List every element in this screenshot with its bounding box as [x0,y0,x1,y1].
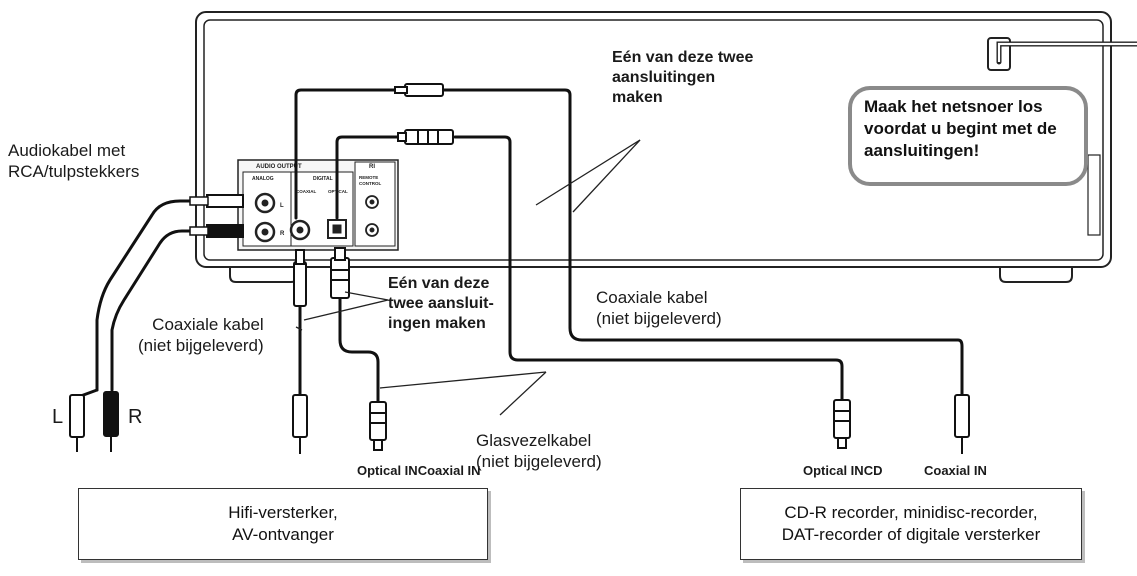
warning-line2: voordat u begint met de [864,119,1057,139]
optical-in-left-label: Optical INCoaxial IN [357,463,481,479]
amplifier-line1: Hifi-versterker, [228,502,338,522]
plug-r-label: R [128,406,143,428]
recorder-coaxial-plug-icon [954,394,970,454]
recorder-line1: CD-R recorder, minidisc-recorder, [784,502,1038,522]
coaxial-jack-icon [289,219,311,241]
optical-in-right-label: Optical INCD [803,463,882,479]
connect-one-mid-line2: twee aansluit- [388,295,494,312]
connect-one-mid-line1: Eén van deze [388,275,490,292]
audio-rca-plugs [189,194,244,238]
down-coaxial-plug-icon [293,249,307,307]
rca-jacks [254,192,379,243]
optical-in-right-text: Optical IN [803,463,864,478]
amp-optical-plug-icon [369,401,387,451]
top-optical-plug-icon [397,129,454,145]
panel-remote-label: REMOTE [359,175,378,180]
warning-line3: aansluitingen! [864,141,980,161]
fiber-line1: Glasvezelkabel [476,431,592,450]
coax-cable-right-label: Coaxiale kabel (niet bijgeleverd) [596,287,722,330]
warning-bubble: Maak het netsnoer los voordat u begint m… [848,86,1088,186]
recorder-optical-plug-icon [833,399,851,449]
analog-r-jack-icon [254,221,276,243]
warning-line1: Maak het netsnoer los [864,97,1043,116]
cd-right-text: CD [863,463,883,478]
coaxial-in-right-label: Coaxial IN [924,463,987,478]
audio-cable-line1: Audiokabel met [8,141,126,160]
audio-cable-label: Audiokabel met RCA/tulpstekkers [8,140,139,183]
rca-plug-l-bottom-icon [69,394,85,452]
connect-one-top-line3: maken [612,89,663,106]
panel-analog-label: ANALOG [252,176,274,182]
top-coaxial-plug-icon [394,83,444,97]
coax-left-line1: Coaxiale kabel [152,315,264,334]
rca-plug-l-icon [206,194,244,208]
amplifier-box: Hifi-versterker, AV-ontvanger [78,488,488,560]
fiber-line2: (niet bijgeleverd) [476,452,602,472]
coax-left-line2: (niet bijgeleverd) [138,336,264,356]
remote-jack-top-icon [365,195,379,209]
panel-ri-label: RI [369,164,375,170]
rca-plug-r-bottom-icon [103,391,119,452]
coax-right-line2: (niet bijgeleverd) [596,309,722,329]
panel-control-label: CONTROL [359,181,381,186]
player-rear-panel [195,11,1137,283]
analog-l-jack-icon [254,192,276,214]
recorder-box: CD-R recorder, minidisc-recorder, DAT-re… [740,488,1082,560]
remote-jack-bottom-icon [365,223,379,237]
amplifier-line2: AV-ontvanger [232,525,334,544]
panel-coaxial-label: COAXIAL [296,189,317,194]
amp-coaxial-plug-icon [292,394,308,454]
connect-one-top-line2: aansluitingen [612,69,716,86]
optical-jack-icon [327,219,347,239]
panel-audio-output-label: AUDIO OUTPUT [256,164,302,170]
panel-ch-l-label: L [280,203,284,209]
coaxial-in-left-text: Coaxial IN [417,463,481,478]
plug-l-label: L [52,406,64,428]
connect-one-mid-line3: ingen maken [388,315,486,332]
panel-digital-label: DIGITAL [313,176,333,182]
fiber-cable-label: Glasvezelkabel (niet bijgeleverd) [476,430,602,473]
cables [76,88,964,404]
leader-lines [295,139,641,416]
panel-ch-r-label: R [280,231,285,237]
rca-plug-r-icon [206,224,244,238]
recorder-line2: DAT-recorder of digitale versterker [781,525,1041,544]
connect-one-top-line1: Eén van deze twee [612,49,754,66]
connect-one-mid-label: Eén van deze twee aansluit- ingen maken [388,274,494,334]
down-optical-plug-icon [330,247,350,299]
connect-one-top-label: Eén van deze twee aansluitingen maken [612,48,753,108]
coax-cable-left-label: Coaxiale kabel (niet bijgeleverd) [138,314,264,357]
optical-in-left-text: Optical IN [357,463,418,478]
audio-cable-line2: RCA/tulpstekkers [8,162,140,182]
coax-right-line1: Coaxiale kabel [596,288,708,307]
